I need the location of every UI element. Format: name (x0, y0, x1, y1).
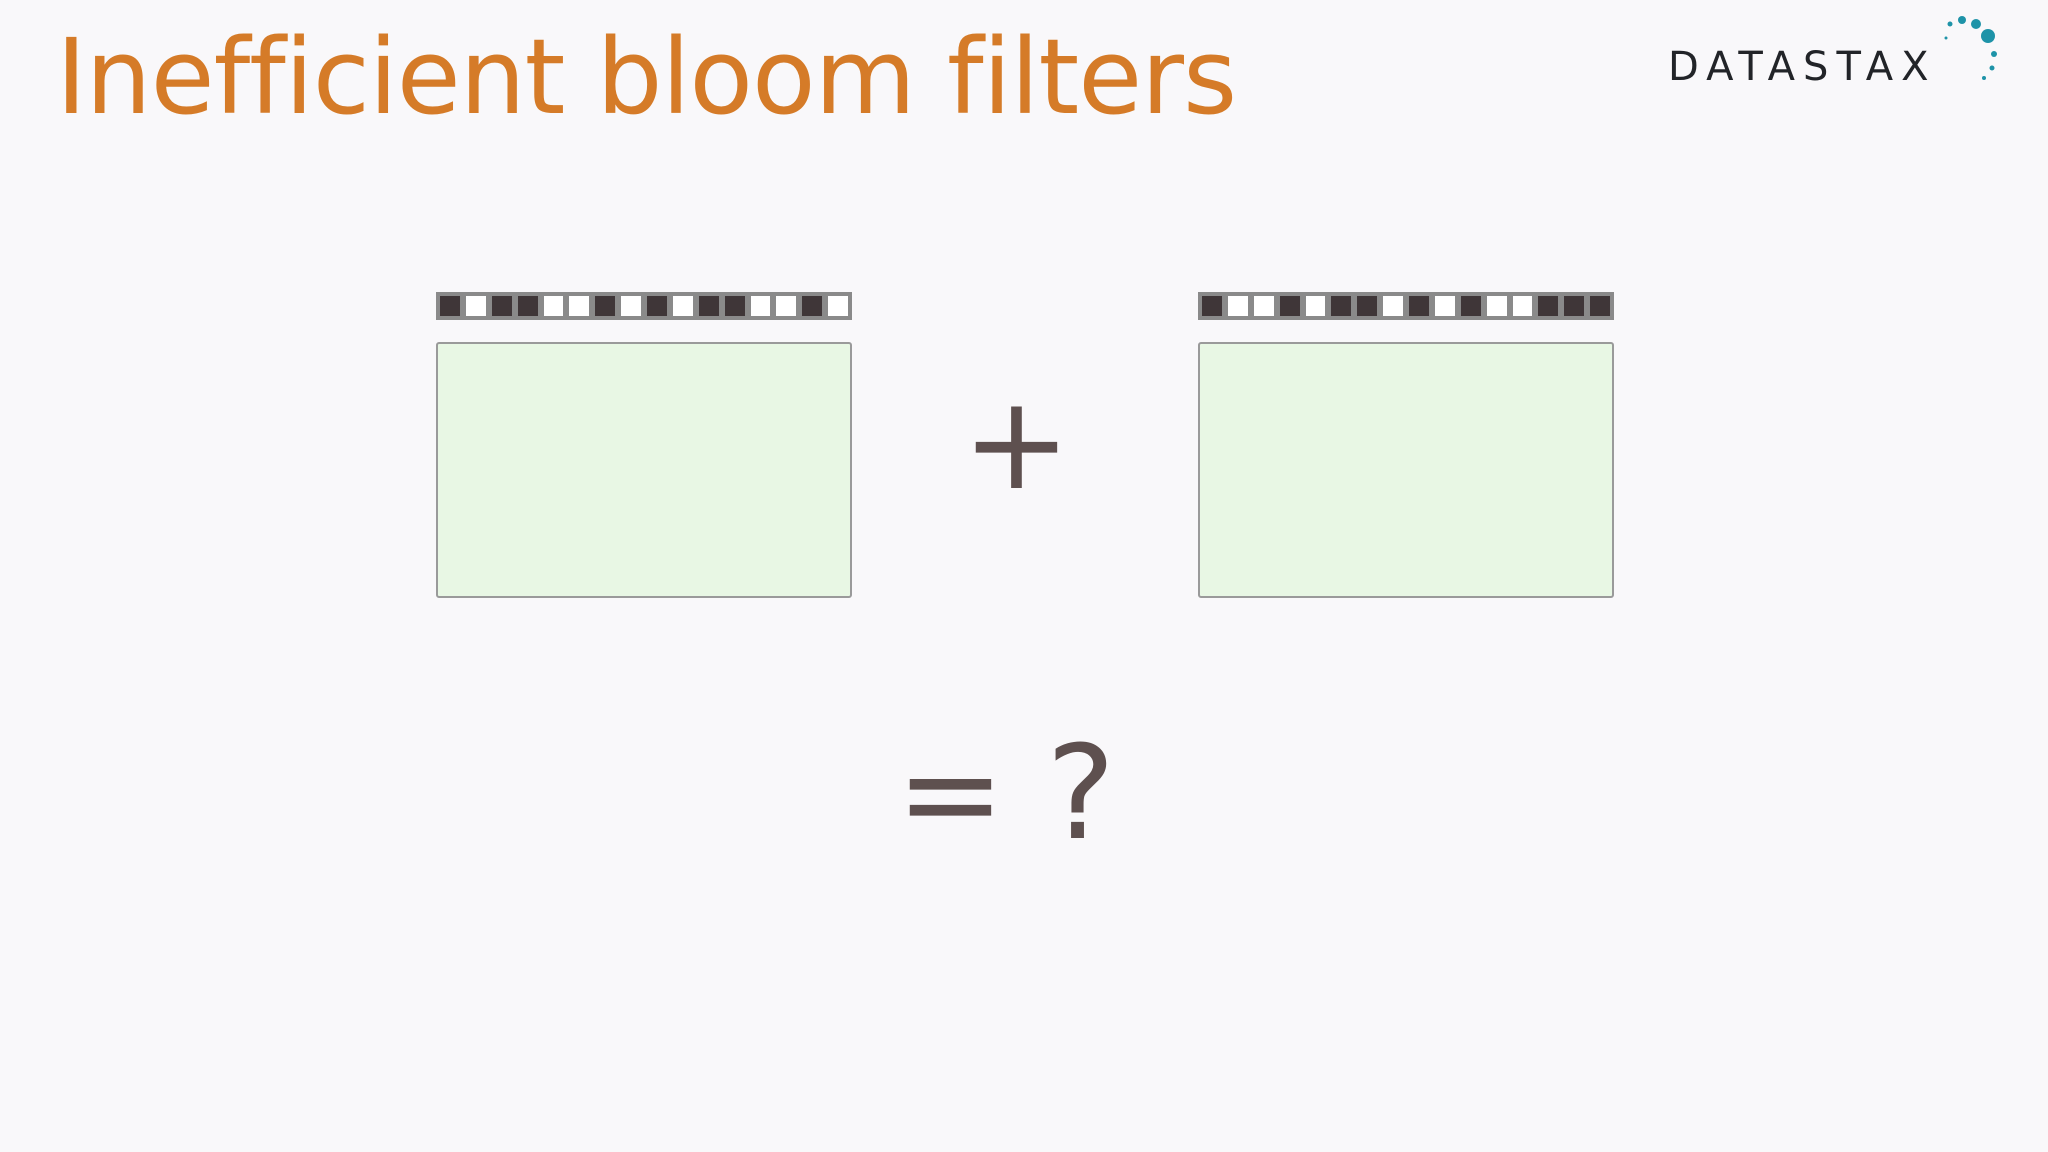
bloom-bit-unset (1225, 294, 1250, 318)
result-text: = ? (896, 717, 1116, 869)
bloom-bit-set (696, 294, 721, 318)
slide-title: Inefficient bloom filters (56, 16, 1237, 138)
bloom-bit-unset (1510, 294, 1535, 318)
plus-symbol: + (962, 367, 1071, 519)
bloom-bit-unset (1381, 294, 1405, 318)
bloom-filter-left (436, 292, 852, 320)
bloom-bit-set (1200, 294, 1224, 318)
bloom-bit-unset (774, 294, 799, 318)
sstable-right (1198, 292, 1614, 598)
bloom-bit-set (489, 294, 514, 318)
bloom-bit-set (593, 294, 618, 318)
datastax-dots-icon (1944, 16, 1997, 80)
bloom-filter-right (1198, 292, 1614, 320)
bloom-bit-set (1536, 294, 1561, 318)
datastax-logo: DATASTAX (1668, 14, 2008, 92)
bloom-bit-set (800, 294, 825, 318)
bloom-bit-unset (748, 294, 773, 318)
bloom-bit-unset (1303, 294, 1328, 318)
bloom-bit-set (722, 294, 747, 318)
bloom-bit-set (1458, 294, 1483, 318)
bloom-bit-unset (463, 294, 488, 318)
logo-wordmark: DATASTAX (1668, 44, 1937, 90)
bloom-bit-unset (1432, 294, 1457, 318)
sstable-box-left (436, 342, 852, 598)
bloom-bit-set (1588, 294, 1612, 318)
bloom-bit-set (1407, 294, 1431, 318)
bloom-bit-unset (670, 294, 695, 318)
bloom-bit-set (1277, 294, 1302, 318)
bloom-bit-set (1329, 294, 1354, 318)
bloom-bit-unset (541, 294, 566, 318)
bloom-bit-unset (619, 294, 643, 318)
bloom-bit-unset (826, 294, 850, 318)
bloom-bit-set (1562, 294, 1587, 318)
bloom-bit-unset (567, 294, 592, 318)
bloom-bit-set (438, 294, 462, 318)
bloom-bit-unset (1484, 294, 1509, 318)
sstable-box-right (1198, 342, 1614, 598)
bloom-bit-set (1355, 294, 1380, 318)
bloom-bit-set (515, 294, 540, 318)
bloom-bit-set (645, 294, 669, 318)
sstable-left (436, 292, 852, 598)
bloom-bit-unset (1251, 294, 1276, 318)
